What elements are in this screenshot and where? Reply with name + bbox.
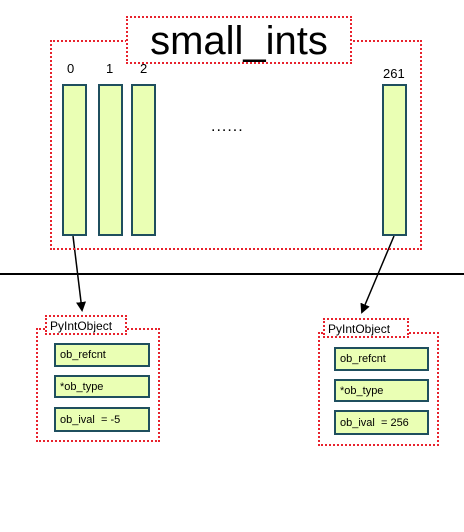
left-field-refcnt: ob_refcnt (54, 343, 150, 367)
array-slot-last (382, 84, 407, 236)
index-label-first: 0 (67, 61, 75, 76)
right-field-type: *ob_type (334, 379, 429, 402)
array-title: small_ints (126, 16, 352, 64)
array-slot-third (131, 84, 156, 236)
left-field-ival: ob_ival = -5 (54, 407, 150, 432)
right-field-ival: ob_ival = 256 (334, 410, 429, 435)
index-label-last: 261 (383, 66, 405, 81)
index-label-third: 2 (140, 61, 148, 76)
array-slot-first (62, 84, 87, 236)
array-slot-second (98, 84, 123, 236)
index-label-second: 1 (106, 61, 114, 76)
left-object-label: PyIntObject (45, 315, 127, 335)
array-title-text: small_ints (150, 19, 328, 63)
array-ellipsis: ...... (211, 118, 244, 135)
right-object-label: PyIntObject (323, 318, 409, 338)
right-field-refcnt: ob_refcnt (334, 347, 429, 371)
left-field-type: *ob_type (54, 375, 150, 398)
